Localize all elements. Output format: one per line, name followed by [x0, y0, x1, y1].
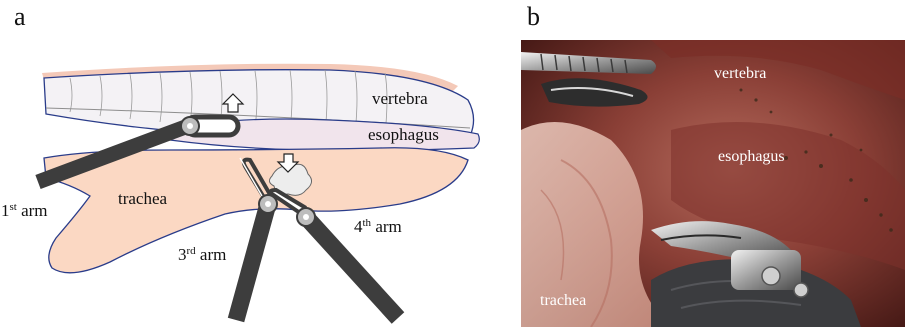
photo-esophagus-label: esophagus	[718, 148, 785, 165]
schematic-diagram: vertebra esophagus trachea 1st arm 3rd a…	[0, 40, 510, 327]
trachea-label: trachea	[118, 189, 168, 208]
panel-a-letter: a	[14, 4, 26, 30]
panel-b-letter: b	[527, 4, 540, 30]
esophagus-label: esophagus	[368, 125, 439, 144]
vertebra-label: vertebra	[372, 89, 428, 108]
photo-trachea-label: trachea	[540, 292, 586, 309]
surgical-photo: vertebra esophagus trachea	[521, 40, 905, 327]
photo-vertebra-label: vertebra	[714, 65, 766, 82]
fourth-arm-label: 4th arm	[354, 217, 402, 236]
first-arm-label: 1st arm	[1, 201, 48, 220]
third-arm-label: 3rd arm	[178, 245, 226, 264]
surgical-photo-drawing: vertebra esophagus trachea	[521, 40, 905, 327]
